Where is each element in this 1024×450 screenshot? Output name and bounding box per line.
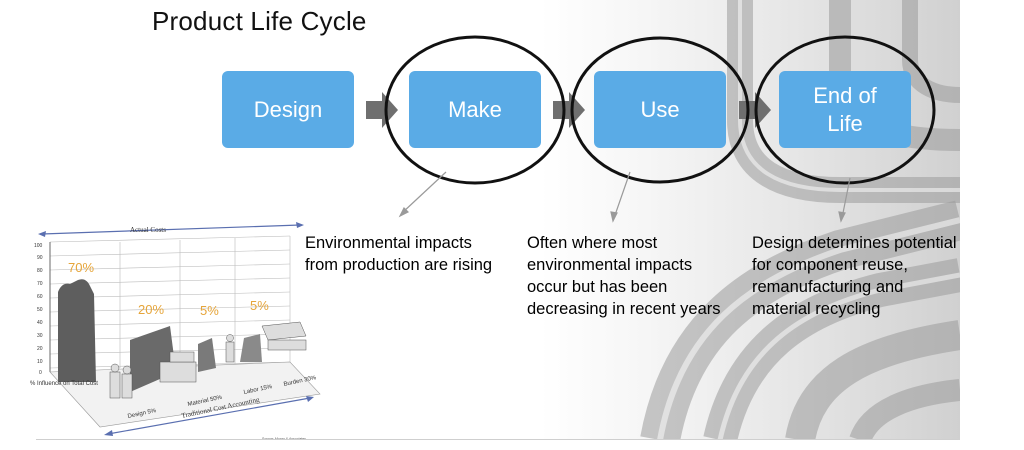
- svg-text:10: 10: [37, 359, 43, 365]
- svg-text:100: 100: [34, 243, 43, 249]
- y-ticks: 100 90 80 70 60 50 40 30 20 10 0: [34, 243, 43, 376]
- burden-percentage: 5%: [250, 298, 269, 313]
- arrow-design-to-make: [366, 92, 398, 128]
- end-of-life-description: Design determines potential for componen…: [752, 232, 962, 320]
- use-highlight-ellipse: [572, 38, 748, 182]
- svg-text:60: 60: [37, 294, 43, 300]
- y-axis-label: % Influence on Total Cost: [30, 381, 98, 387]
- actual-costs-axis: [42, 225, 300, 234]
- make-pointer-line: [402, 172, 446, 213]
- svg-text:20: 20: [37, 346, 43, 352]
- use-description: Often where most environmental impacts o…: [527, 232, 727, 320]
- arrow-make-to-use: [553, 92, 585, 128]
- labor-percentage: 5%: [200, 303, 219, 318]
- material-percentage: 20%: [138, 302, 164, 317]
- svg-text:50: 50: [37, 307, 43, 313]
- svg-text:40: 40: [37, 320, 43, 326]
- svg-text:70: 70: [37, 281, 43, 287]
- svg-text:30: 30: [37, 333, 43, 339]
- design-percentage: 70%: [68, 260, 94, 275]
- use-pointer-line: [614, 172, 630, 218]
- end-of-life-highlight-ellipse: [756, 37, 934, 183]
- actual-costs-arrow-left: [38, 231, 46, 237]
- y-axis-label-group: % Influence on Total Cost: [30, 381, 98, 387]
- svg-text:90: 90: [37, 255, 43, 261]
- labor-bar-silhouette: [198, 338, 216, 372]
- make-highlight-ellipse: [386, 37, 564, 183]
- actual-costs-label: Actual Costs: [130, 226, 166, 234]
- slide-bottom-divider: [36, 439, 958, 440]
- svg-text:80: 80: [37, 268, 43, 274]
- cost-influence-chart: Actual Costs 100 90 80 70 60 50: [30, 222, 330, 442]
- design-bar-silhouette: [58, 279, 96, 382]
- actual-costs-arrow-right: [296, 222, 304, 228]
- svg-text:0: 0: [39, 370, 42, 376]
- burden-bar-silhouette: [240, 334, 262, 362]
- make-description: Environmental impacts from production ar…: [305, 232, 505, 276]
